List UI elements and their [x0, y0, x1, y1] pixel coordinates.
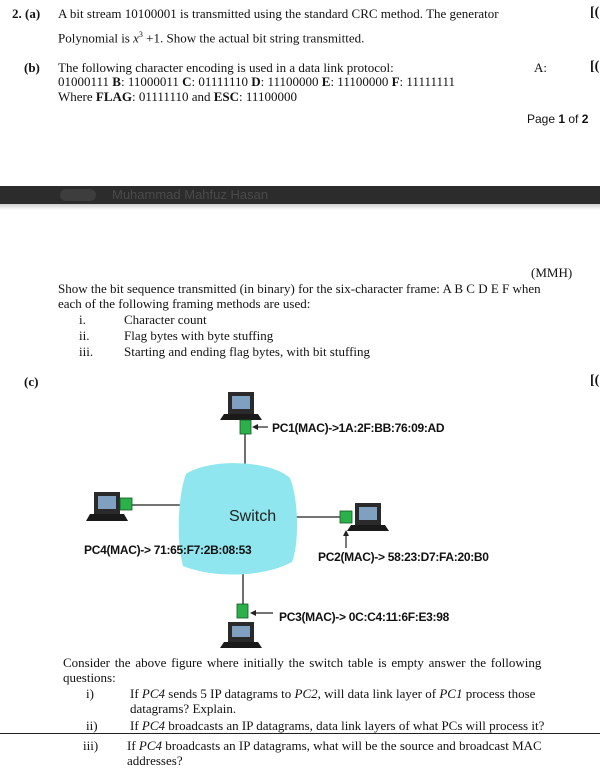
part-a-line2: Polynomial is x3 +1. Show the actual bit…: [58, 30, 365, 46]
pc4-icon: [86, 492, 133, 521]
consider-line2: questions:: [63, 670, 116, 685]
band-smudge: [60, 189, 96, 201]
network-diagram: [86, 392, 389, 648]
part-a-line1: A bit stream 10100001 is transmitted usi…: [58, 6, 499, 21]
pc3-icon: [220, 603, 262, 648]
framing-intro-line1: Show the bit sequence transmitted (in bi…: [58, 281, 541, 296]
part-b-a-side: A:: [534, 60, 547, 75]
question-num: iii): [83, 738, 99, 753]
framing-item-text: Starting and ending flag bytes, with bit…: [124, 344, 371, 359]
framing-intro-line2: each of the following framing methods ar…: [58, 296, 311, 311]
encoding-line: 01000111 B: 11000011 C: 01111110 D: 1110…: [58, 74, 456, 89]
framing-item-num: iii.: [79, 344, 94, 359]
arrow-pc3: [250, 610, 273, 616]
pc4-mac-label: PC4(MAC)-> 71:65:F7:2B:08:53: [84, 543, 252, 557]
pc1-mac-label: PC1(MAC)->1A:2F:BB:76:09:AD: [272, 421, 445, 435]
question-iii-line1: If PC4 broadcasts an IP datagrams, what …: [127, 738, 542, 753]
mmh-tag: (MMH): [531, 265, 573, 280]
framing-item-num: i.: [79, 312, 86, 327]
marks-bracket-b: [(: [590, 59, 600, 74]
band-shadow: [0, 204, 600, 210]
pc2-icon: [339, 503, 389, 531]
consider-line1: Consider the above figure where initiall…: [63, 655, 542, 670]
pc3-mac-label: PC3(MAC)-> 0C:C4:11:6F:E3:98: [279, 610, 449, 624]
part-b-label: (b): [24, 60, 40, 75]
framing-item-text: Flag bytes with byte stuffing: [124, 328, 274, 343]
question-iii-line2: addresses?: [127, 753, 183, 768]
question-num: i): [86, 686, 94, 701]
arrow-pc1: [252, 424, 268, 430]
flag-esc-line: Where FLAG: 01111110 and ESC: 11100000: [58, 89, 297, 104]
marks-bracket-a: [(: [590, 5, 600, 20]
question-num: ii): [86, 718, 98, 733]
underline-rule: [0, 733, 600, 734]
pc2-mac-label: PC2(MAC)-> 58:23:D7:FA:20:B0: [318, 550, 489, 564]
band-author-text: Muhammad Mahfuz Hasan: [112, 187, 269, 202]
framing-item-num: ii.: [79, 328, 90, 343]
marks-bracket-c: [(: [590, 373, 600, 388]
page-indicator: Page 1 of 2: [527, 112, 589, 126]
arrow-pc2: [343, 530, 349, 548]
question-i-line2: datagrams? Explain.: [130, 701, 237, 716]
page-separator-band: [0, 186, 600, 204]
pc1-icon: [220, 392, 262, 435]
framing-item-text: Character count: [124, 312, 207, 327]
switch-label: Switch: [229, 508, 277, 525]
question-number: 2. (a): [12, 6, 41, 21]
part-c-label: (c): [24, 374, 39, 389]
switch-shape: [178, 463, 298, 575]
question-i-line1: If PC4 sends 5 IP datagrams to PC2, will…: [130, 686, 536, 701]
question-ii-line: If PC4 broadcasts an IP datagrams, data …: [130, 718, 545, 733]
part-b-line1: The following character encoding is used…: [58, 60, 394, 75]
